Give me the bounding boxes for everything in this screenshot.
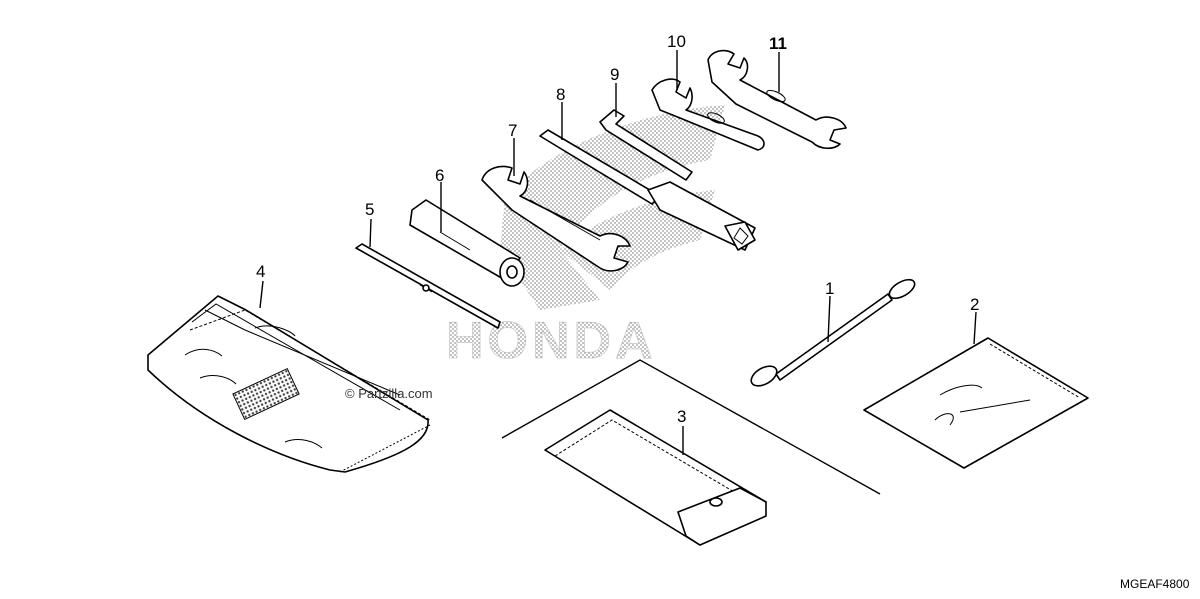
callout-6: 6 [435, 166, 444, 185]
callout-8: 8 [556, 85, 565, 104]
callout-4: 4 [256, 262, 265, 281]
part-2-manual[interactable] [863, 337, 1089, 469]
part-11-wrench[interactable] [707, 49, 847, 150]
callout-9: 9 [610, 65, 619, 84]
part-6-socket[interactable] [409, 199, 525, 287]
part-8-socket-bar[interactable] [539, 129, 756, 251]
part-1-cable[interactable] [748, 276, 918, 390]
callout-5: 5 [365, 200, 374, 219]
velcro-patch [232, 367, 300, 421]
honda-wing-icon [500, 105, 725, 310]
callout-2: 2 [970, 295, 979, 314]
callout-11: 11 [769, 34, 787, 53]
part-10-wrench[interactable] [651, 78, 765, 151]
partzilla-watermark: © Partzilla.com [345, 386, 433, 401]
part-3-group-bracket [501, 359, 881, 495]
drawing-code: MGEAF4800 [1120, 577, 1190, 591]
callout-1: 1 [825, 279, 834, 298]
callout-7: 7 [508, 121, 517, 140]
part-5-screwdriver[interactable] [355, 243, 501, 329]
part-4-tool-bag[interactable] [147, 295, 431, 473]
leader-lines [259, 50, 977, 455]
callout-3: 3 [677, 407, 686, 426]
callout-10: 10 [667, 32, 686, 51]
part-7-wrench[interactable] [481, 165, 631, 272]
honda-logo-text: HONDA [446, 312, 657, 370]
part-3-case[interactable] [544, 409, 767, 546]
